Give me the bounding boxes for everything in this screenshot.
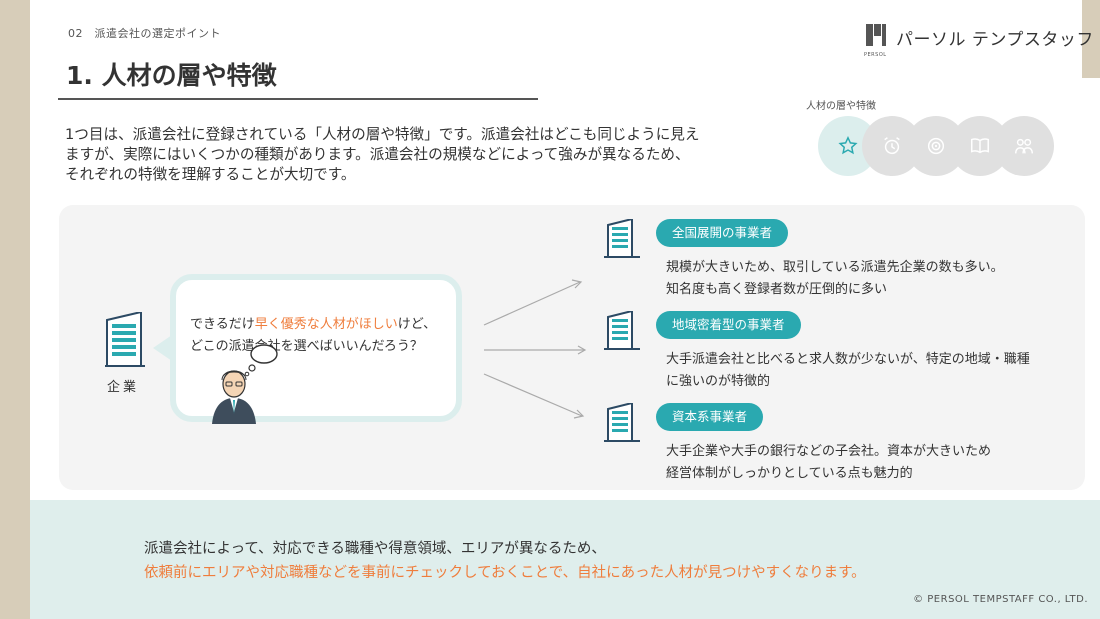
star-icon: [838, 136, 858, 155]
frame-edge: [1082, 0, 1100, 78]
logo-subtext: PERSOL: [864, 52, 887, 58]
bubble-text-post: けど、: [397, 317, 437, 332]
type-badge: 全国展開の事業者: [656, 219, 789, 247]
speech-bubble: [170, 274, 462, 422]
company-building-icon: [105, 310, 145, 372]
company-label: 企業: [107, 380, 140, 395]
type-description: 大手派遣会社と比べると求人数が少ないが、特定の地域・職種 に強いのが特徴的: [666, 349, 1066, 393]
steps-label: 人材の層や特徴: [806, 101, 876, 112]
summary-band: [30, 500, 1100, 619]
intro-line: ますが、実際にはいくつかの種類があります。派遣会社の規模などによって強みが異なる…: [65, 146, 690, 163]
step-indicator: [818, 116, 1058, 176]
branch-arrows: [483, 279, 587, 419]
building-icon: [604, 219, 640, 258]
thinking-businessman-icon: [202, 340, 282, 424]
book-icon: [971, 138, 989, 154]
bubble-line-2: どこの派遣会社を選べばいいんだろう？: [190, 339, 423, 354]
intro-line: 1つ目は、派遣会社に登録されている「人材の層や特徴」です。派遣会社はどこも同じよ…: [65, 126, 700, 143]
intro-line: それぞれの特徴を理解することが大切です。: [65, 166, 356, 183]
type-description: 大手企業や大手の銀行などの子会社。資本が大きいため 経営体制がしっかりとしている…: [666, 441, 1066, 485]
persol-logo-mark-icon: PERSOL: [864, 22, 888, 58]
description-line: 大手派遣会社と比べると求人数が少ないが、特定の地域・職種: [666, 352, 1030, 367]
bubble-line-1: できるだけ早く優秀な人材がほしいけど、: [190, 314, 460, 336]
target-icon: [927, 137, 945, 155]
step-5: [994, 116, 1054, 176]
section-label: 02 派遣会社の選定ポイント: [68, 27, 221, 40]
slide: 02 派遣会社の選定ポイント PERSOL パーソル テンプスタッフ 1. 人材…: [30, 0, 1100, 619]
alarm-clock-icon: [884, 137, 900, 155]
people-icon: [1015, 138, 1033, 154]
building-icon: [604, 403, 640, 442]
summary-line-1: 派遣会社によって、対応できる職種や得意領域、エリアが異なるため、: [144, 541, 606, 557]
speech-bubble-text: できるだけ早く優秀な人材がほしいけど、 どこの派遣会社を選べばいいんだろう？: [190, 314, 460, 358]
bubble-text-pre: できるだけ: [190, 317, 255, 332]
company-logo: PERSOL パーソル テンプスタッフ: [864, 22, 1094, 58]
copyright: © PERSOL TEMPSTAFF CO., LTD.: [913, 594, 1088, 605]
description-line: 規模が大きいため、取引している派遣先企業の数も多い。: [666, 260, 1004, 275]
description-line: 経営体制がしっかりとしている点も魅力的: [666, 466, 913, 481]
description-line: 大手企業や大手の銀行などの子会社。資本が大きいため: [666, 444, 992, 459]
arrow-to-type-3: [483, 373, 583, 417]
page-title: 1. 人材の層や特徴: [66, 61, 277, 90]
logo-text: パーソル テンプスタッフ: [896, 29, 1094, 50]
type-description: 規模が大きいため、取引している派遣先企業の数も多い。 知名度も高く登録者数が圧倒…: [666, 257, 1066, 301]
description-line: 知名度も高く登録者数が圧倒的に多い: [666, 282, 888, 297]
type-badge: 資本系事業者: [656, 403, 764, 431]
building-icon: [604, 311, 640, 350]
type-badge: 地域密着型の事業者: [656, 311, 801, 339]
speech-bubble-tail: [153, 335, 172, 361]
description-line: に強いのが特徴的: [666, 374, 771, 389]
summary-line-2: 依頼前にエリアや対応職種などを事前にチェックしておくことで、自社にあった人材が見…: [144, 565, 866, 581]
intro-paragraph: 1つ目は、派遣会社に登録されている「人材の層や特徴」です。派遣会社はどこも同じよ…: [65, 125, 785, 185]
bubble-highlight: 早く優秀な人材がほしい: [254, 317, 398, 332]
title-underline: [58, 98, 538, 100]
arrow-to-type-1: [483, 281, 581, 326]
